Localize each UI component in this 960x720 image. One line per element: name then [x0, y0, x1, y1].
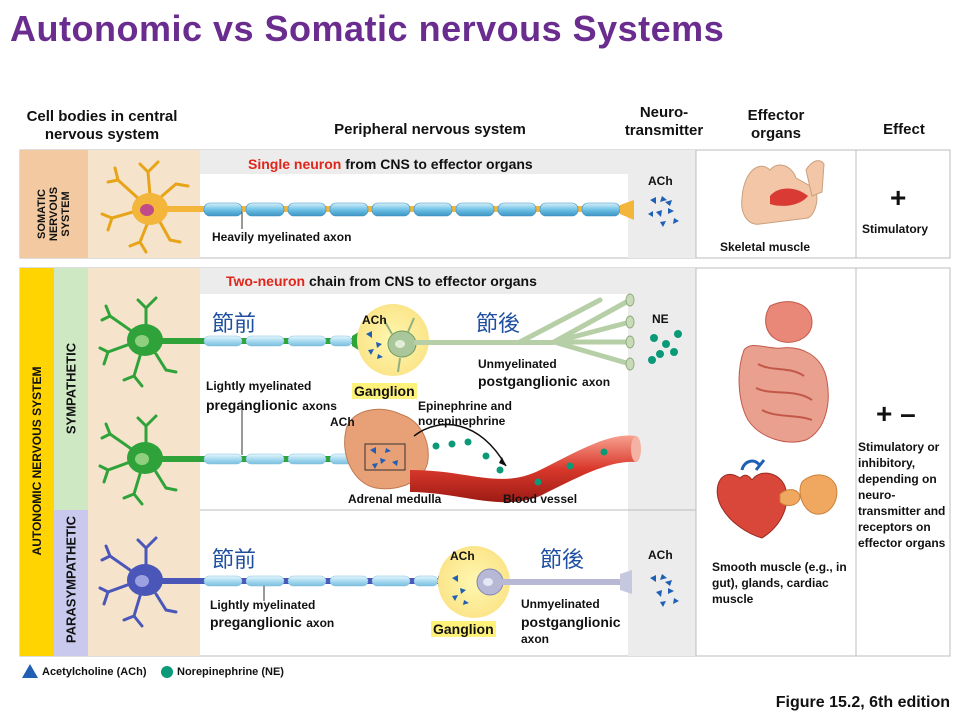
parasympathetic-side-label: PARASYMPATHETIC	[63, 515, 79, 644]
adrenal-medulla-label: Adrenal medulla	[348, 492, 442, 506]
autonomic-nt-col	[628, 268, 696, 656]
glands-image	[779, 474, 838, 515]
parasympathetic-pre-cjk: 節前	[212, 548, 257, 573]
autonomic-banner: Two-neuron chain from CNS to effector or…	[226, 273, 537, 289]
blood-vessel-image	[410, 423, 641, 503]
sympathetic-ne-molecules	[648, 330, 682, 364]
somatic-side-band	[20, 150, 88, 258]
skeletal-muscle-image	[741, 160, 825, 225]
sympathetic-post-label-1: Unmyelinated	[478, 357, 557, 371]
parasympathetic-post-label-1: Unmyelinated	[521, 597, 600, 611]
somatic-side-label: SOMATIC NERVOUS SYSTEM	[36, 186, 72, 242]
header-effector-organs: Effector organs	[747, 107, 805, 142]
parasympathetic-pre-label-2: preganglionic	[210, 614, 302, 630]
parasympathetic-ach-molecules	[650, 574, 679, 607]
sympathetic-ganglion	[357, 304, 429, 376]
autonomic-banner-bg	[200, 268, 628, 294]
sympathetic-nt-label: NE	[652, 312, 669, 326]
somatic-banner-bg	[200, 150, 628, 174]
header-cell-bodies: Cell bodies in central nervous system	[26, 108, 178, 143]
somatic-banner: Single neuron from CNS to effector organ…	[248, 156, 533, 172]
sympathetic-neuron-lower	[98, 400, 370, 506]
adrenal-nt-label: ACh	[330, 415, 355, 429]
adrenal-medulla-image	[344, 408, 429, 490]
somatic-banner-rest: from CNS to effector organs	[345, 156, 533, 172]
blood-vessel-label: Blood vessel	[503, 492, 578, 506]
parasympathetic-side-band	[54, 510, 88, 656]
sympathetic-side-label: SYMPATHETIC	[63, 342, 79, 435]
parasympathetic-post-cjk: 節後	[540, 548, 585, 573]
sympathetic-pre-label-3: axons	[302, 399, 337, 413]
header-neurotransmitter: Neuro-transmitter	[624, 104, 704, 139]
parasympathetic-ganglion-label: Ganglion	[431, 621, 496, 637]
parasympathetic-post-label-2: postganglionic	[521, 614, 621, 630]
header-effect: Effect	[883, 121, 925, 138]
sympathetic-pre-label: preganglionic axons	[206, 397, 337, 415]
parasympathetic-nt-label: ACh	[648, 548, 673, 562]
sympathetic-post-label: postganglionic axon	[478, 373, 610, 391]
autonomic-side-band	[20, 268, 54, 656]
somatic-effect-text: Stimulatory	[862, 222, 929, 236]
parasympathetic-pre-label: preganglionic axon	[210, 614, 334, 632]
digestive-organs-image	[738, 301, 829, 443]
epinephrine-label: Epinephrine and norepinephrine	[418, 399, 513, 428]
autonomic-side-label: AUTONOMIC NERVOUS SYSTEM	[30, 366, 44, 556]
legend-ne-label: Norepinephrine (NE)	[177, 666, 284, 678]
autonomic-banner-red: Two-neuron	[226, 273, 306, 289]
sympathetic-post-cjk: 節後	[476, 312, 521, 337]
sympathetic-post-label-2: postganglionic	[478, 373, 578, 389]
somatic-nt-label: ACh	[648, 174, 673, 188]
parasympathetic-neuron-pre	[98, 536, 448, 628]
autonomic-effect-text: Stimulatory or inhibitory, depending on …	[858, 440, 946, 550]
figure-caption: Figure 15.2, 6th edition	[775, 694, 950, 711]
sympathetic-post-label-3: axon	[582, 375, 611, 389]
sympathetic-pre-label-2: preganglionic	[206, 397, 298, 413]
autonomic-organs-label: Smooth muscle (e.g., in gut), glands, ca…	[712, 560, 847, 606]
somatic-banner-red: Single neuron	[248, 156, 342, 172]
legend-ne-symbol	[161, 666, 173, 678]
parasympathetic-pre-label-1: Lightly myelinated	[210, 598, 316, 612]
sympathetic-ganglion-label: Ganglion	[352, 383, 417, 399]
heart-image	[716, 459, 788, 539]
somatic-ach-molecules	[648, 196, 679, 227]
header-peripheral: Peripheral nervous system	[334, 121, 526, 138]
somatic-axon-label: Heavily myelinated axon	[212, 230, 352, 244]
somatic-block	[19, 149, 951, 259]
parasympathetic-ganglion	[438, 546, 632, 618]
sympathetic-side-band	[54, 268, 88, 510]
sympathetic-postganglionic-axon	[414, 293, 635, 371]
legend-ach-symbol	[22, 664, 38, 678]
page-title: Autonomic vs Somatic nervous Systems	[10, 8, 725, 49]
sympathetic-pre-label-1: Lightly myelinated	[206, 379, 312, 393]
parasympathetic-post-label-3: axon	[521, 632, 550, 646]
somatic-nt-col	[628, 150, 696, 258]
somatic-neuron	[100, 160, 634, 254]
somatic-organ-label: Skeletal muscle	[720, 240, 811, 254]
autonomic-banner-rest: chain from CNS to effector organs	[308, 273, 537, 289]
parasympathetic-pre-label-3: axon	[306, 616, 335, 630]
sympathetic-pre-cjk: 節前	[212, 312, 257, 337]
parasympathetic-ganglion-nt: ACh	[450, 549, 475, 563]
sympathetic-ganglion-nt: ACh	[362, 313, 387, 327]
somatic-effect-sign: +	[890, 182, 907, 213]
legend-ach-label: Acetylcholine (ACh)	[42, 666, 147, 678]
autonomic-effect-sign: + –	[876, 398, 916, 429]
